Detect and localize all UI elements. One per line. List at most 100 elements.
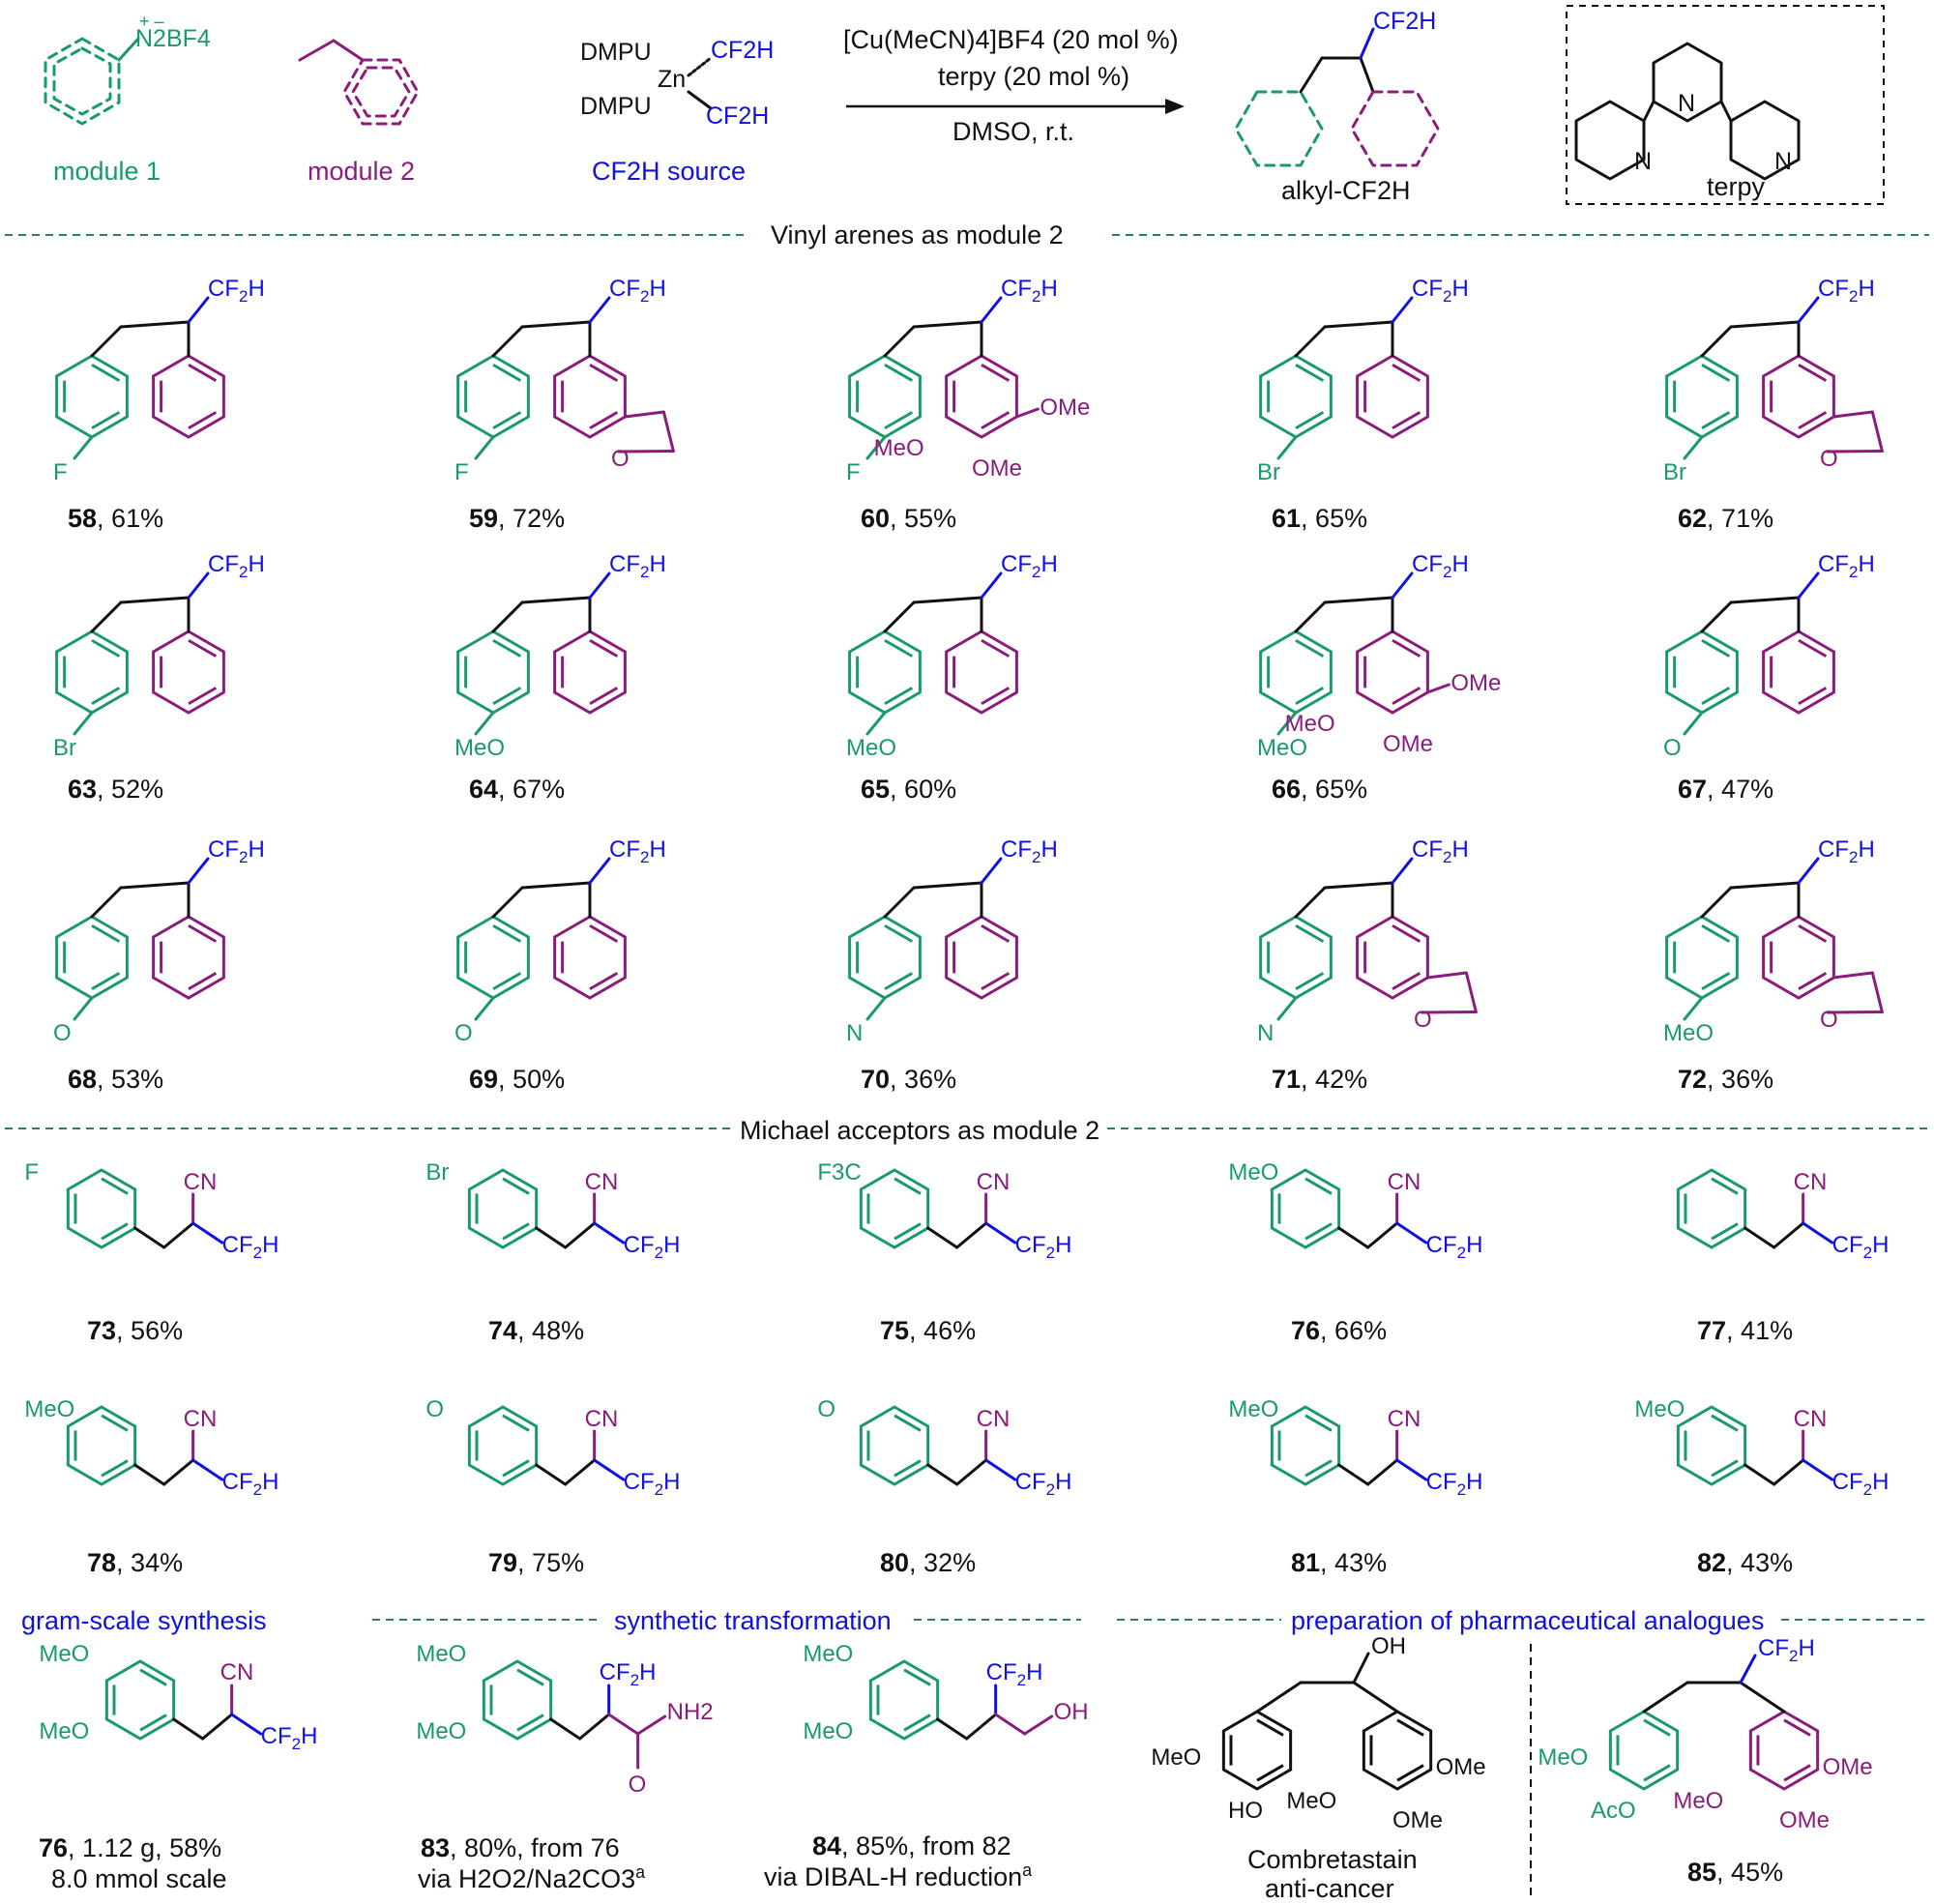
substituent-label: F xyxy=(454,459,469,485)
ome-label: OMe xyxy=(1383,731,1433,757)
cn-label: CN xyxy=(184,1169,218,1195)
section-michael-title: Michael acceptors as module 2 xyxy=(740,1116,1099,1145)
cf2h-label: CF2H xyxy=(609,276,666,306)
caption-85: 85, 45% xyxy=(1687,1858,1783,1887)
module1-ring xyxy=(1608,1710,1680,1791)
cn-label: CN xyxy=(977,1406,1011,1432)
product-caption: 75, 46% xyxy=(880,1316,976,1345)
dmpu-label-1: DMPU xyxy=(580,39,652,66)
module1-label: module 1 xyxy=(53,157,161,186)
product-caption: 68, 53% xyxy=(68,1065,163,1094)
module1-ring xyxy=(1665,630,1739,715)
module2-ring xyxy=(1762,915,1835,1000)
module1-ring xyxy=(482,1659,553,1741)
product-caption: 66, 65% xyxy=(1272,775,1367,804)
cf2h-label: CF2H xyxy=(1832,1469,1890,1499)
ome-label: OMe xyxy=(1450,670,1501,696)
product-caption: 62, 71% xyxy=(1678,504,1773,533)
substituent-label: N xyxy=(1257,1020,1274,1046)
cf2h-label: CF2H xyxy=(1818,836,1875,866)
cf2h-label: CF2H xyxy=(1412,836,1469,866)
section-vinyl-title: Vinyl arenes as module 2 xyxy=(771,220,1064,249)
meo-label: MeO xyxy=(1151,1744,1201,1771)
cf2h-label: CF2H xyxy=(208,551,265,581)
module1-ring xyxy=(1676,1168,1747,1249)
product-caption: 81, 43% xyxy=(1291,1548,1387,1577)
substituent-label: MeO xyxy=(1228,1159,1278,1186)
product-caption: 59, 72% xyxy=(469,504,565,533)
ome-label: OMe xyxy=(1040,395,1090,421)
meo-label: MeO xyxy=(1285,711,1335,737)
cf2h-label: CF2H xyxy=(1412,276,1469,306)
cf2h-label: CF2H xyxy=(1832,1232,1890,1262)
furan-o-label: O xyxy=(1414,1007,1432,1033)
cf2h-label: CF2H xyxy=(600,1659,657,1689)
module1-ring xyxy=(1665,915,1739,1000)
cf2h-label: CF2H xyxy=(1426,1469,1483,1499)
condition-line1: [Cu(MeCN)4]BF4 (20 mol %) xyxy=(843,25,1179,54)
module2-ring xyxy=(553,630,627,715)
terpy-structure xyxy=(1574,42,1801,181)
cf2h-label: CF2H xyxy=(609,551,666,581)
cn-label: CN xyxy=(220,1659,254,1685)
svg-text:+ –: + – xyxy=(139,12,164,31)
product-cf2h-label: CF2H xyxy=(1373,8,1436,35)
module1-ring xyxy=(456,630,530,715)
carbonyl-o-label: O xyxy=(629,1772,647,1798)
module2-ring xyxy=(1762,354,1835,439)
oh-label: OH xyxy=(1371,1633,1406,1659)
section-gram-title: gram-scale synthesis xyxy=(21,1606,267,1635)
module2-ring xyxy=(152,354,225,439)
substituent-label: MeO xyxy=(1663,1020,1714,1046)
bottom-structures: MeOMeOCNCF2HMeOMeOCF2HONH2MeOMeOCF2HOHMe… xyxy=(39,1633,1872,1833)
product-caption: 77, 41% xyxy=(1697,1316,1793,1345)
product-caption: 79, 75% xyxy=(488,1548,584,1577)
module1-ring xyxy=(456,354,530,439)
substituent-label: F xyxy=(24,1159,39,1186)
product-caption: 58, 61% xyxy=(68,504,163,533)
module1-ring xyxy=(467,1405,539,1486)
substituent-label: F3C xyxy=(817,1159,861,1186)
module1-ring xyxy=(66,1405,137,1486)
module2-ring xyxy=(553,915,627,1000)
substituent-label: MeO xyxy=(846,735,896,761)
meo-label: MeO xyxy=(803,1641,853,1667)
caption-83: 83, 80%, from 76 xyxy=(421,1833,620,1862)
substituent-label: F xyxy=(846,459,861,485)
module1-ring xyxy=(1270,1168,1341,1249)
diazonium-label: N2BF4 xyxy=(135,25,211,52)
substituent-label: MeO xyxy=(1634,1396,1685,1422)
product-caption: 64, 67% xyxy=(469,775,565,804)
caption-84-reagent: via DIBAL-H reductiona xyxy=(764,1860,1033,1891)
cf2h-label: CF2H xyxy=(1818,551,1875,581)
cf2h-label: CF2H xyxy=(1001,836,1058,866)
product-caption: 65, 60% xyxy=(861,775,956,804)
module2-ring xyxy=(945,630,1018,715)
furan-o-label: O xyxy=(1820,1007,1838,1033)
module1-ring xyxy=(1676,1405,1747,1486)
module1-ring xyxy=(1665,354,1739,439)
substituent-label: Br xyxy=(1257,459,1280,485)
caption-76-scale: 8.0 mmol scale xyxy=(51,1864,227,1893)
oh-label: OH xyxy=(1054,1699,1089,1725)
cf2h-label: CF2H xyxy=(1426,1232,1483,1262)
module1-ring xyxy=(859,1405,930,1486)
product-caption: 67, 47% xyxy=(1678,775,1773,804)
module2-structure xyxy=(298,39,420,126)
alkyl-cf2h-structure: CF2H xyxy=(1234,8,1440,167)
product-caption: 74, 48% xyxy=(488,1316,584,1345)
module2-ring xyxy=(1356,915,1429,1000)
module2-ring xyxy=(152,915,225,1000)
